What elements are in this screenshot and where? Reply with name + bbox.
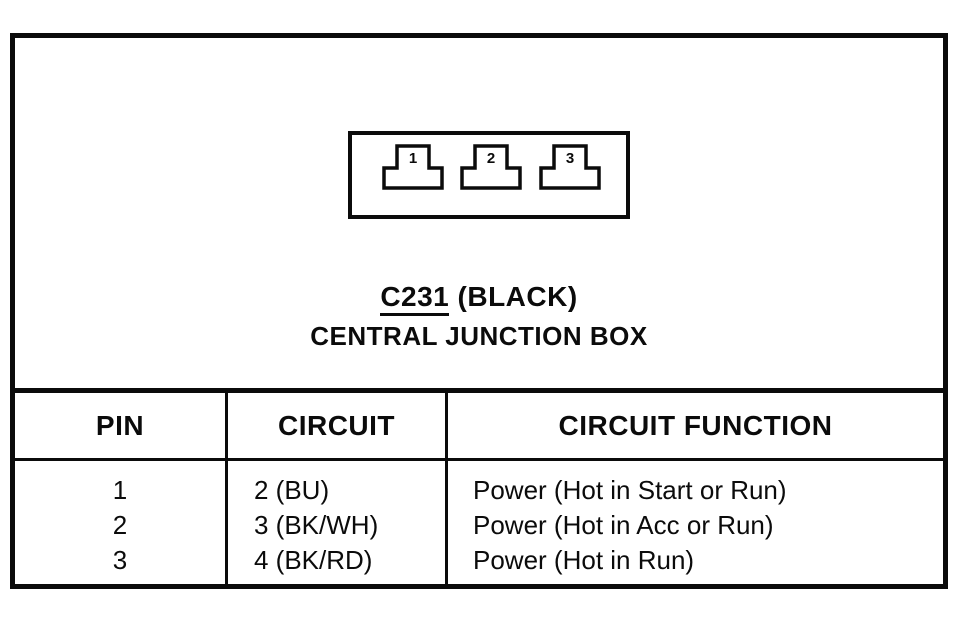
table-header-row: PIN CIRCUIT CIRCUIT FUNCTION: [15, 393, 943, 461]
function-cell-row2: Power (Hot in Acc or Run): [473, 510, 774, 540]
wiring-figure-frame: 1 2 3 C231 (BLACK) CENTRAL JUNCTION BOX …: [10, 33, 948, 589]
circuit-cell-row2: 3 (BK/WH): [254, 510, 379, 540]
connector-color-label: (BLACK): [449, 281, 578, 312]
function-column: Power (Hot in Start or Run) Power (Hot i…: [448, 461, 943, 588]
pin-cell-row2: 2: [112, 510, 128, 540]
connector-title: C231 (BLACK): [15, 281, 943, 316]
circuit-column: 2 (BU) 3 (BK/WH) 4 (BK/RD): [228, 461, 448, 588]
function-cell-row3: Power (Hot in Run): [473, 545, 695, 575]
connector-diagram-section: 1 2 3 C231 (BLACK) CENTRAL JUNCTION BOX: [15, 38, 943, 393]
circuit-cell-row1: 2 (BU): [254, 475, 330, 505]
header-pin: PIN: [15, 393, 228, 458]
function-cell-row1: Power (Hot in Start or Run): [473, 475, 787, 505]
connector-title-block: C231 (BLACK) CENTRAL JUNCTION BOX: [15, 281, 943, 352]
pin-1-terminal-shape: [382, 144, 444, 190]
pin-cell-row3: 3: [112, 545, 128, 575]
header-circuit-function: CIRCUIT FUNCTION: [558, 409, 833, 441]
pin-2-terminal-shape: [460, 144, 522, 190]
pin-2-number-label: 2: [487, 150, 495, 167]
connector-location-label: CENTRAL JUNCTION BOX: [310, 321, 648, 352]
pin-3-terminal-shape: [539, 144, 601, 190]
pin-cell-row1: 1: [112, 475, 128, 505]
connector-face-diagram: 1 2 3: [348, 131, 630, 219]
connector-code: C231: [380, 281, 450, 316]
table-body: 1 2 3 2 (BU) 3 (BK/WH) 4 (BK/RD) Power (…: [15, 461, 943, 588]
pin-1-number-label: 1: [409, 150, 417, 167]
circuit-cell-row3: 4 (BK/RD): [254, 545, 373, 575]
pin-3-number-label: 3: [566, 150, 574, 167]
header-circuit: CIRCUIT: [228, 393, 448, 458]
pin-column: 1 2 3: [15, 461, 228, 588]
pinout-table: PIN CIRCUIT CIRCUIT FUNCTION 1 2 3 2 (BU…: [15, 393, 943, 588]
